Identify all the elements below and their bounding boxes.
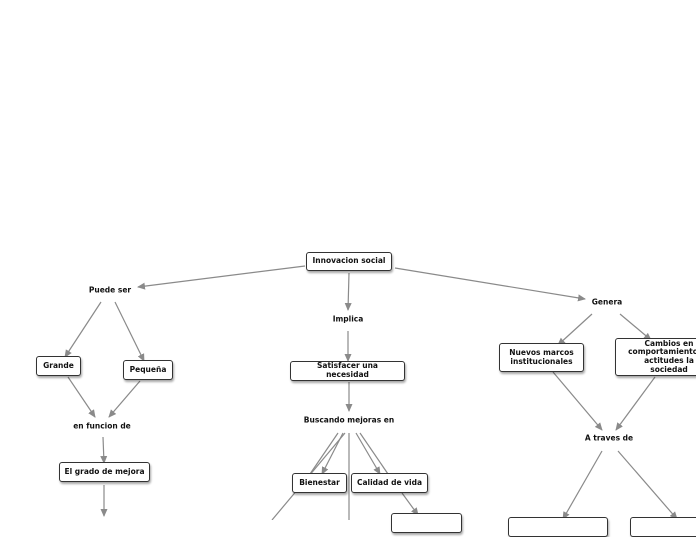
edge-genera-nuevos: [557, 313, 593, 346]
edge-puede-ser-grande: [64, 301, 102, 358]
label-en-funcion-de: en funcion de: [73, 421, 131, 431]
concept-map: Innovacion social Puede ser Implica Gene…: [36, 252, 696, 537]
edge-pequena-funcion: [108, 380, 141, 418]
node-partial-bottom-center[interactable]: [391, 513, 462, 533]
edge-nuevos-traves: [552, 371, 603, 431]
edge-root-implica: [344, 272, 352, 311]
node-partial-bottom-right-2[interactable]: [630, 517, 696, 537]
label-a-traves-de: A traves de: [584, 433, 634, 443]
node-satisfacer-necesidad[interactable]: Satisfacer una necesidad: [290, 361, 405, 381]
edge-calidad-right-down: [401, 492, 419, 516]
edge-grande-funcion: [67, 376, 96, 418]
edge-cambios-traves: [615, 376, 656, 431]
edge-genera-cambios: [619, 313, 652, 341]
label-genera: Genera: [591, 297, 623, 307]
node-pequena[interactable]: Pequeña: [123, 360, 173, 380]
edge-buscando-calidad-2: [359, 432, 389, 475]
edge-traves-right-down: [617, 450, 678, 520]
edge-root-genera: [394, 267, 586, 302]
node-partial-bottom-right-1[interactable]: [508, 517, 608, 537]
label-puede-ser: Puede ser: [88, 285, 132, 295]
node-nuevos-marcos[interactable]: Nuevos marcos institucionales: [499, 343, 584, 372]
edge-puede-ser-pequena: [114, 301, 145, 362]
node-grande[interactable]: Grande: [36, 356, 81, 376]
edge-buscando-calidad: [355, 432, 381, 475]
edge-traves-left-down: [562, 450, 603, 520]
concept-map-edges: [64, 265, 678, 520]
edge-funcion-grado: [100, 436, 108, 464]
edge-root-puede-ser: [137, 265, 306, 290]
label-buscando-mejoras: Buscando mejoras en: [303, 415, 395, 425]
edge-buscando-bienestar-2: [309, 432, 339, 475]
node-calidad-de-vida[interactable]: Calidad de vida: [351, 473, 428, 493]
node-cambios-comportamientos[interactable]: Cambios en comportamientos y actitudes l…: [615, 338, 696, 376]
label-implica: Implica: [332, 314, 364, 324]
node-bienestar[interactable]: Bienestar: [292, 473, 347, 493]
node-grado-de-mejora[interactable]: El grado de mejora: [59, 462, 150, 482]
node-innovacion-social[interactable]: Innovacion social: [306, 252, 392, 271]
